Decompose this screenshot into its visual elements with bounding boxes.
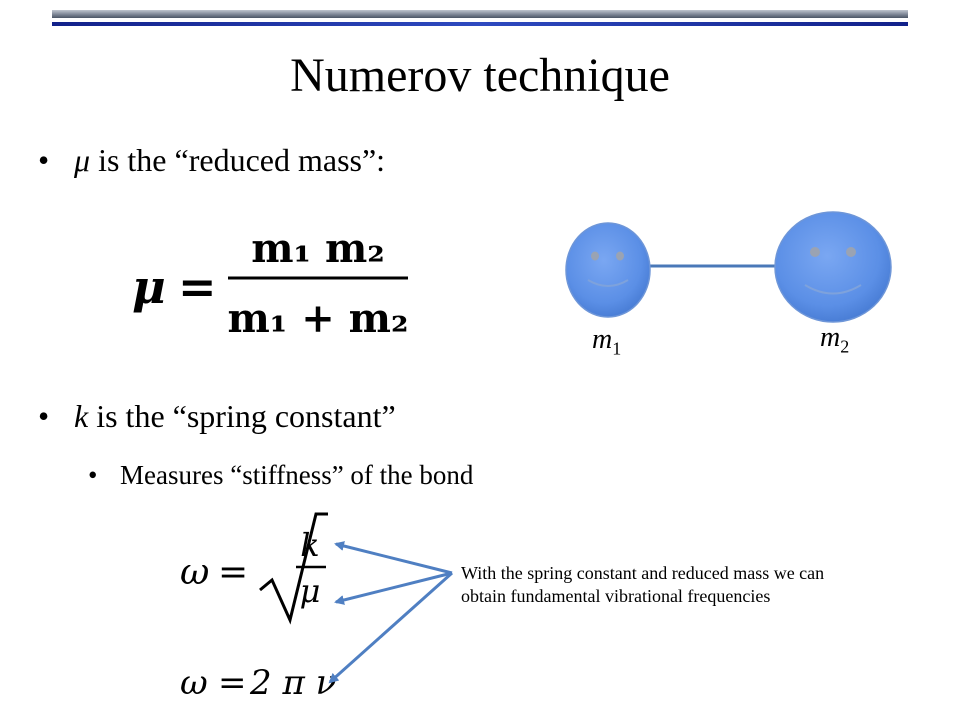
- arrow-to-nu: [328, 571, 453, 684]
- slide-title: Numerov technique: [290, 49, 670, 102]
- eq-equals: =: [178, 260, 217, 314]
- bullet-dot: •: [38, 398, 50, 434]
- eq-equals: =: [218, 552, 248, 593]
- bullet-text: is the “reduced mass”:: [90, 142, 386, 178]
- sub-bullet-stiffness: • Measures “stiffness” of the bond: [88, 460, 473, 491]
- omega-sqrt-equation: ω = k μ: [180, 512, 328, 625]
- mass-1-sphere: [565, 222, 651, 318]
- sqrt-sign: [259, 512, 328, 625]
- eq-numerator: m₁ m₂: [251, 225, 385, 272]
- bullet-spring-constant: • k is the “spring constant”: [38, 398, 396, 435]
- annotation-arrows: [328, 541, 453, 684]
- bullet-text: is the “spring constant”: [88, 398, 396, 434]
- eq-denominator: m₁ + m₂: [227, 295, 408, 342]
- omega-symbol: ω: [180, 552, 209, 593]
- annotation-text: With the spring constant and reduced mas…: [461, 563, 825, 606]
- omega-frequency-equation: ω = 2 π ν: [180, 663, 336, 703]
- mu-symbol: μ: [74, 142, 91, 178]
- k-numerator: k: [300, 526, 319, 564]
- mu-denominator: μ: [300, 572, 321, 610]
- arrow-to-k: [334, 541, 453, 575]
- k-symbol: k: [74, 398, 89, 434]
- bullet-dot: •: [38, 142, 50, 178]
- bullet-reduced-mass: • μ is the “reduced mass”:: [38, 142, 385, 179]
- eq-rhs: 2 π ν: [249, 663, 336, 703]
- bullet-dot: •: [88, 460, 98, 490]
- top-decor-bar: [52, 10, 908, 18]
- eq-equals: =: [218, 663, 247, 703]
- molecule-diagram: [565, 211, 892, 323]
- sub-bullet-text: Measures “stiffness” of the bond: [120, 460, 474, 490]
- omega-symbol: ω: [180, 663, 208, 703]
- mass-2-label: m2: [820, 322, 850, 357]
- reduced-mass-equation: μ = m₁ m₂ m₁ + m₂: [132, 225, 409, 342]
- top-accent-bar: [52, 22, 908, 26]
- arrow-to-mu: [334, 571, 453, 605]
- eq-mu-lhs: μ: [132, 260, 166, 314]
- mass-1-label: m1: [592, 324, 622, 359]
- mass-2-sphere: [774, 211, 892, 323]
